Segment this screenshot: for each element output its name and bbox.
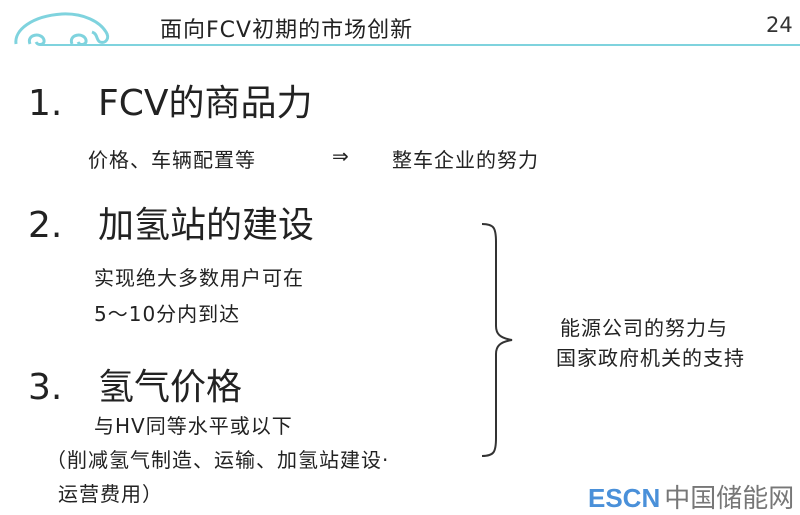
section-number: 1. — [28, 83, 63, 124]
header-divider — [40, 44, 800, 46]
section-number: 2. — [28, 205, 63, 246]
page-number: 24 — [766, 13, 793, 37]
section-3-line: 与HV同等水平或以下 — [94, 414, 293, 438]
section-1-detail-left: 价格、车辆配置等 — [88, 148, 256, 172]
bracket-note-line: 国家政府机关的支持 — [556, 346, 745, 370]
bracket-note-line: 能源公司的努力与 — [560, 316, 728, 340]
section-2-line: 5～10分内到达 — [94, 302, 241, 326]
watermark-cn: 中国储能网 — [664, 484, 795, 514]
section-title: FCV的商品力 — [98, 83, 313, 124]
right-brace-icon — [481, 223, 513, 457]
section-title: 氢气价格 — [98, 367, 243, 408]
implies-arrow: ⇒ — [332, 144, 350, 168]
slide-title: 面向FCV初期的市场创新 — [160, 18, 414, 43]
section-title: 加氢站的建设 — [98, 205, 315, 246]
section-2-heading: 2. 加氢站的建设 — [28, 196, 314, 248]
car-logo-icon — [14, 12, 110, 46]
section-3-line: （削减氢气制造、运输、加氢站建设· — [46, 448, 390, 472]
section-3-heading: 3. 氢气价格 — [28, 358, 242, 410]
watermark-en: ESCN — [588, 483, 661, 513]
section-2-line: 实现绝大多数用户可在 — [94, 266, 304, 290]
section-1-heading: 1. FCV的商品力 — [28, 74, 312, 126]
section-3-line: 运营费用） — [58, 482, 163, 506]
section-number: 3. — [28, 367, 63, 408]
section-1-detail-right: 整车企业的努力 — [392, 148, 539, 172]
